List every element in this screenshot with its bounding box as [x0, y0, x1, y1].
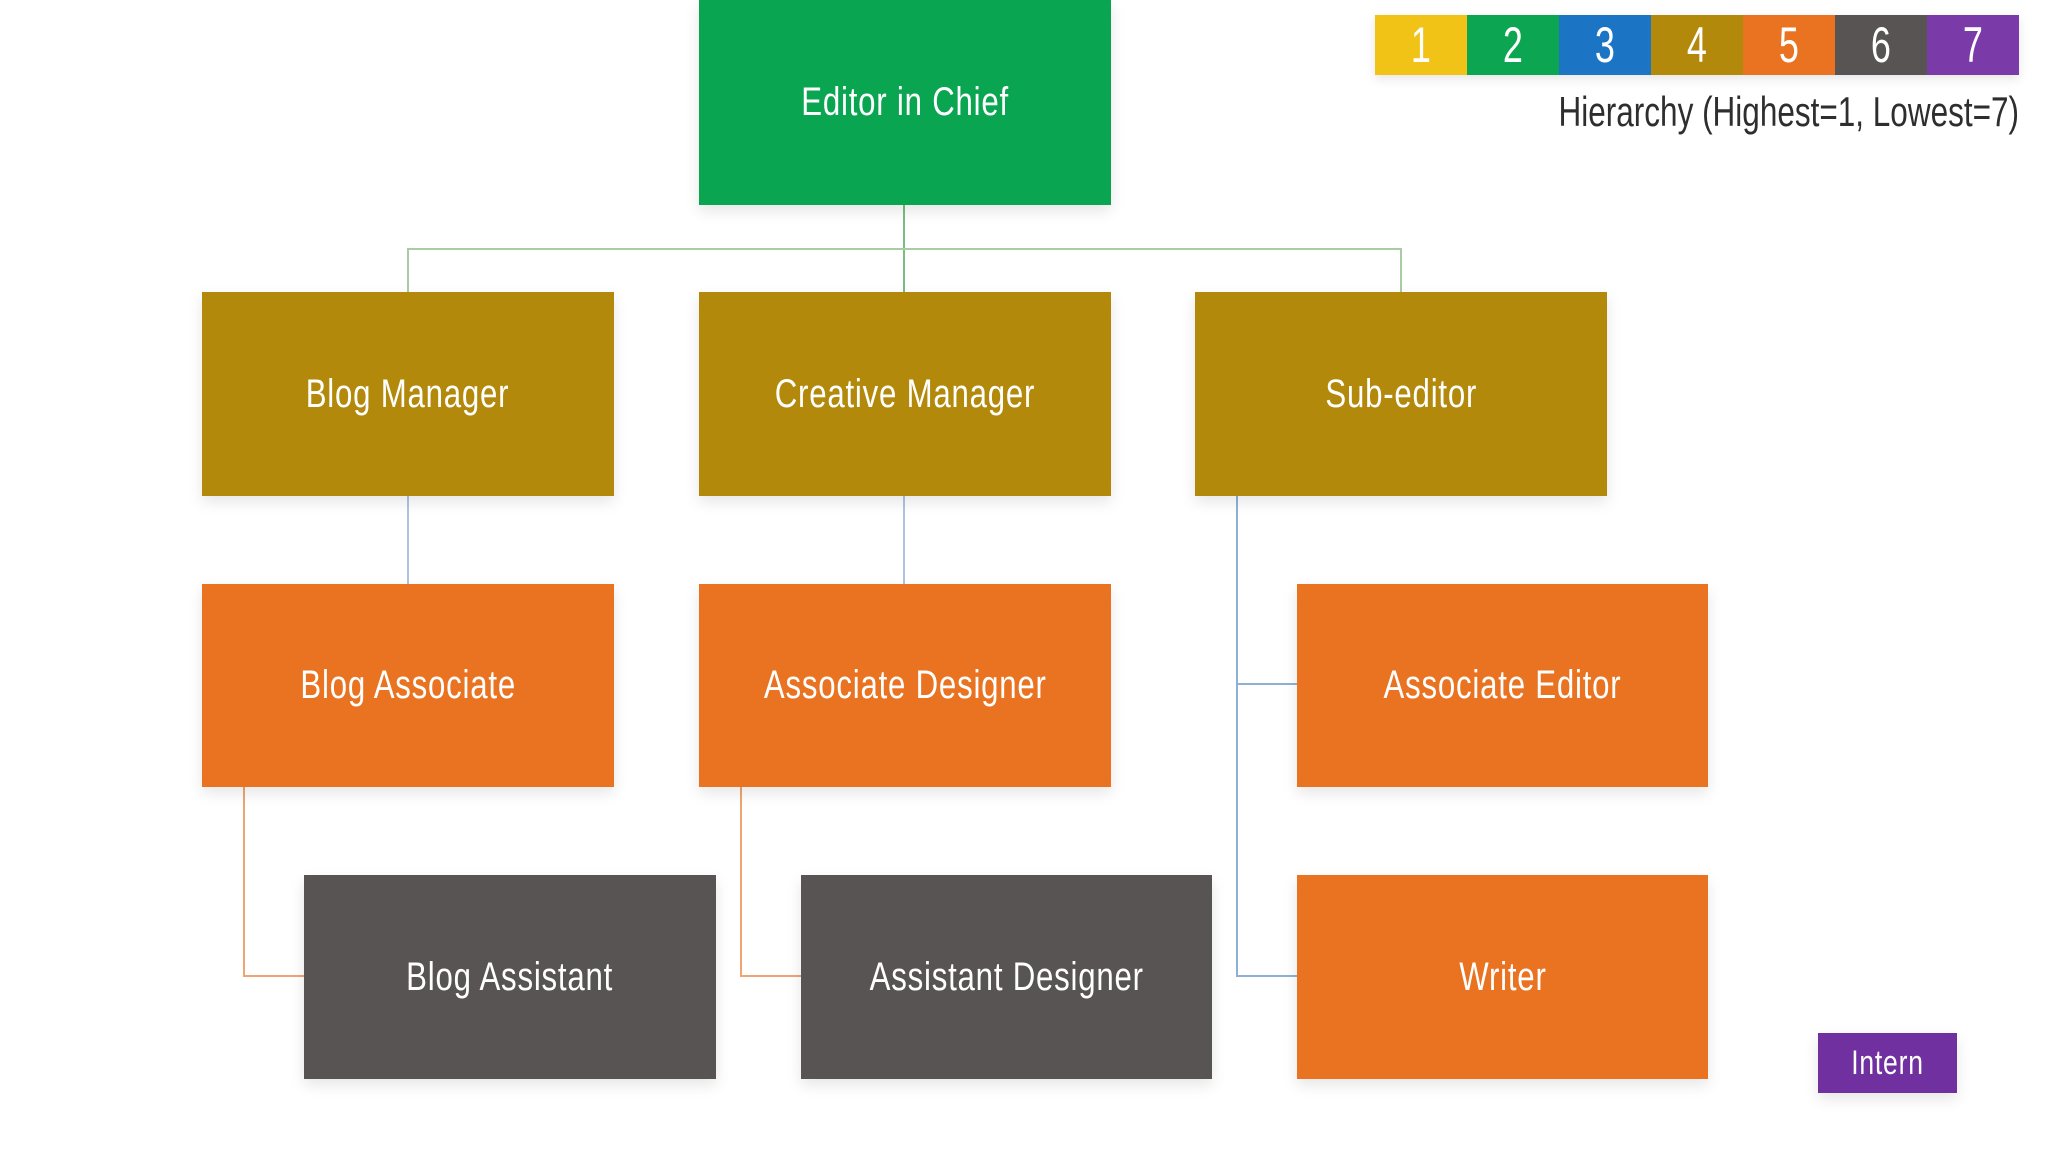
- node-blog-assistant[interactable]: Blog Assistant: [304, 875, 716, 1079]
- connector-stub-blog-assistant: [245, 975, 304, 977]
- node-label: Editor in Chief: [801, 80, 1009, 124]
- legend-swatches: 1 2 3 4 5 6 7: [1375, 15, 2019, 75]
- node-label: Creative Manager: [774, 371, 1036, 416]
- node-associate-designer[interactable]: Associate Designer: [699, 584, 1111, 787]
- node-label: Assistant Designer: [869, 954, 1144, 999]
- connector-drop-creative-manager: [903, 250, 905, 292]
- legend-swatch-number: 2: [1502, 17, 1524, 73]
- node-intern[interactable]: Intern: [1818, 1033, 1957, 1093]
- node-label: Blog Associate: [300, 663, 516, 707]
- legend-swatch-7: 7: [1927, 15, 2019, 75]
- legend-swatch-number: 3: [1594, 17, 1616, 73]
- node-editor-in-chief[interactable]: Editor in Chief: [699, 0, 1111, 205]
- legend-swatch-1: 1: [1375, 15, 1467, 75]
- node-label: Blog Manager: [306, 371, 510, 416]
- node-associate-editor[interactable]: Associate Editor: [1297, 584, 1708, 787]
- node-label: Associate Designer: [763, 663, 1047, 707]
- connector-stub-writer: [1238, 975, 1297, 977]
- legend-swatch-6: 6: [1835, 15, 1927, 75]
- node-label: Associate Editor: [1383, 663, 1622, 707]
- legend-swatch-number: 4: [1686, 17, 1708, 73]
- node-sub-editor[interactable]: Sub-editor: [1195, 292, 1607, 496]
- connector-stub-associate-editor: [1238, 683, 1297, 685]
- node-label: Sub-editor: [1325, 371, 1477, 416]
- connector-drop-sub-editor: [1400, 250, 1402, 292]
- node-label: Intern: [1851, 1043, 1924, 1082]
- legend-swatch-5: 5: [1743, 15, 1835, 75]
- node-blog-associate[interactable]: Blog Associate: [202, 584, 614, 787]
- legend-swatch-number: 5: [1778, 17, 1800, 73]
- connector-level2-horizontal: [407, 248, 1402, 250]
- legend-swatch-number: 1: [1410, 17, 1432, 73]
- node-assistant-designer[interactable]: Assistant Designer: [801, 875, 1212, 1079]
- connector-blog-associate-vertical: [243, 787, 245, 977]
- node-writer[interactable]: Writer: [1297, 875, 1708, 1079]
- connector-editor-stem: [903, 205, 905, 249]
- connector-sub-editor-vertical: [1236, 496, 1238, 977]
- legend-swatch-2: 2: [1467, 15, 1559, 75]
- legend-swatch-number: 7: [1962, 17, 1984, 73]
- node-blog-manager[interactable]: Blog Manager: [202, 292, 614, 496]
- legend-swatch-3: 3: [1559, 15, 1651, 75]
- legend-swatch-4: 4: [1651, 15, 1743, 75]
- hierarchy-legend: 1 2 3 4 5 6 7 Hierarchy (Highest=1, Lowe…: [1375, 15, 2019, 136]
- legend-swatch-number: 6: [1870, 17, 1892, 73]
- node-label: Writer: [1458, 954, 1547, 999]
- connector-drop-blog-manager: [407, 250, 409, 292]
- connector-stub-assistant-designer: [742, 975, 801, 977]
- connector-associate-designer-vertical: [740, 787, 742, 977]
- legend-title: Hierarchy (Highest=1, Lowest=7): [1558, 88, 2019, 135]
- node-label: Blog Assistant: [406, 954, 614, 999]
- node-creative-manager[interactable]: Creative Manager: [699, 292, 1111, 496]
- connector-blog-manager-associate: [407, 496, 409, 584]
- connector-creative-manager-designer: [903, 496, 905, 584]
